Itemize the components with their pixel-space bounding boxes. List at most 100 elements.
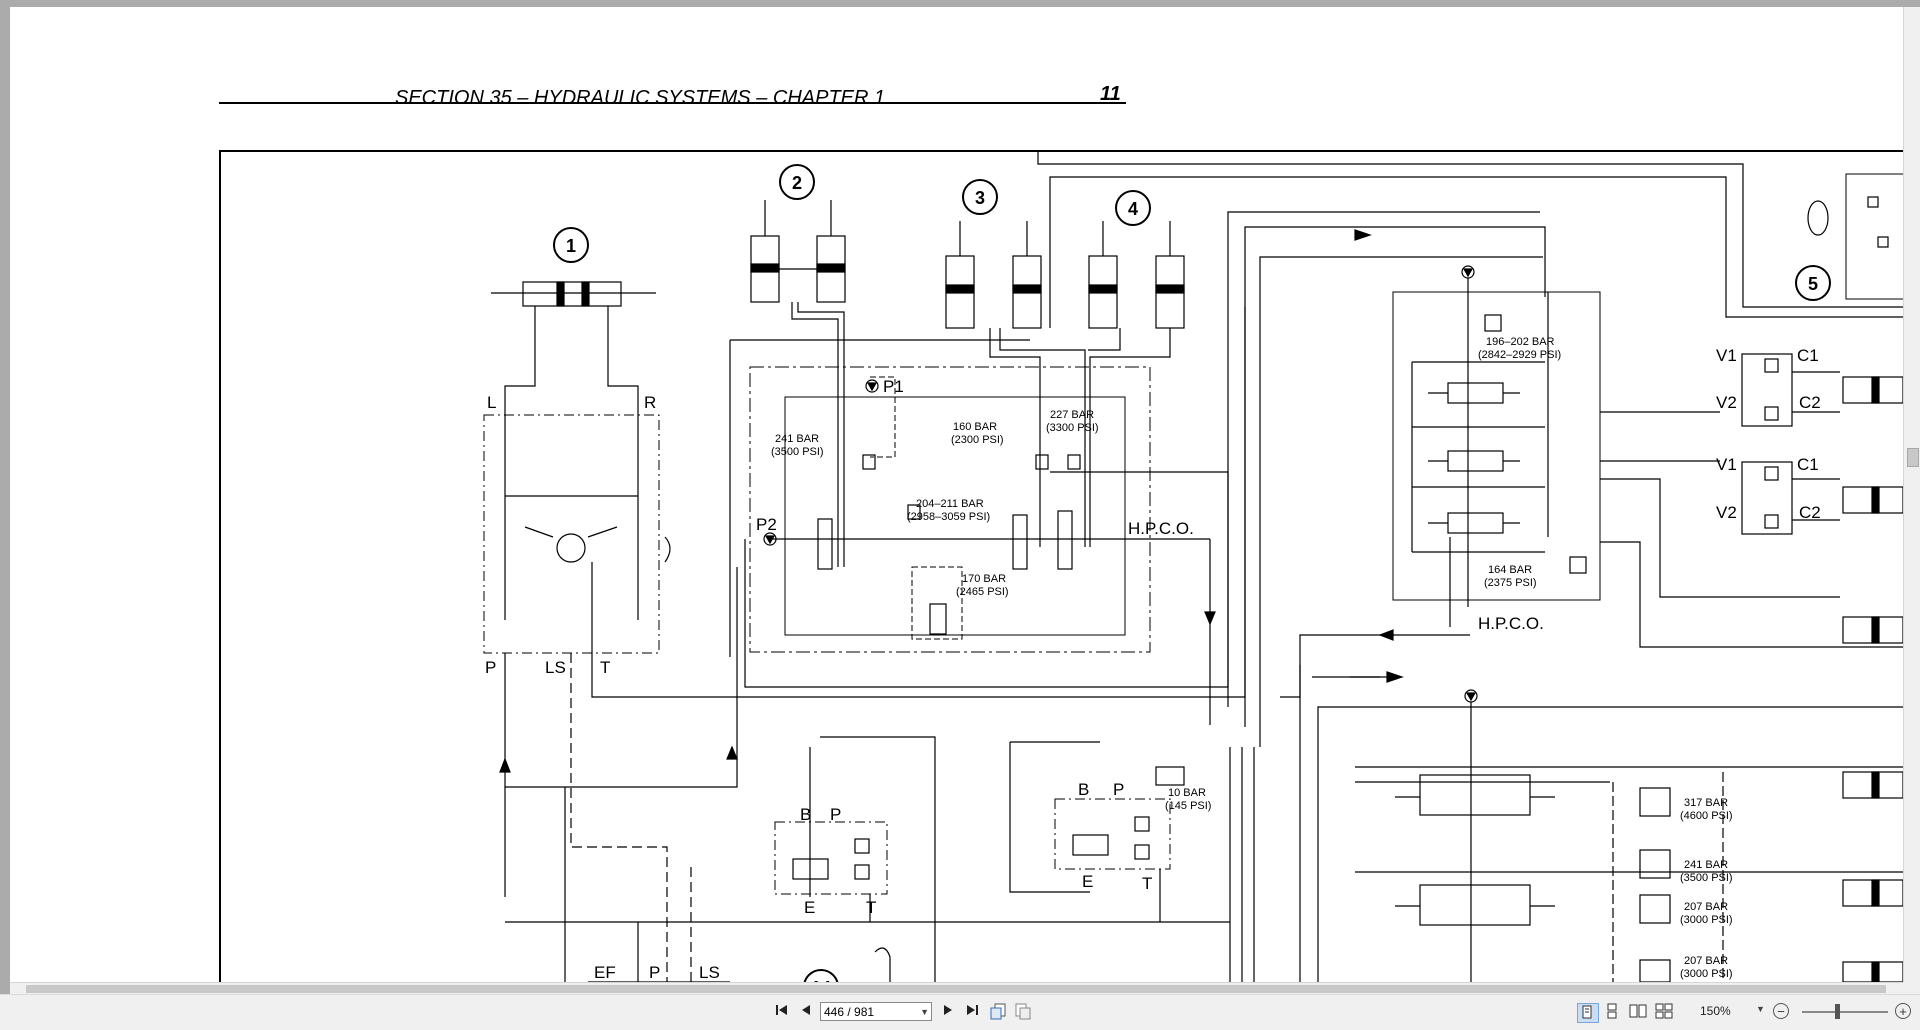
- auxiliary-valve-block: [1392, 291, 1601, 601]
- port-label-LS-bottom: LS: [699, 963, 720, 982]
- pressure-207-b: 207 BAR: [1684, 955, 1728, 967]
- horizontal-scroll-thumb[interactable]: [26, 985, 1886, 993]
- page-number: 11: [1100, 83, 1121, 105]
- next-view-icon: [1015, 1003, 1031, 1020]
- zoom-out-button[interactable]: −: [1773, 1003, 1789, 1019]
- vertical-scroll-thumb[interactable]: [1907, 448, 1919, 467]
- pressure-196: 196–202 BAR: [1486, 336, 1555, 348]
- chevron-down-icon[interactable]: ▼: [920, 1007, 929, 1017]
- port-label-LS: LS: [545, 658, 566, 677]
- pressure-317: 317 BAR: [1684, 797, 1728, 809]
- port-label-P-bottom: P: [649, 963, 660, 982]
- callout-2-label: 2: [792, 173, 802, 193]
- page-indicator-text: 446 / 981: [824, 1005, 875, 1019]
- pressure-164: 164 BAR: [1488, 564, 1532, 576]
- port-label-V1-lower: V1: [1716, 455, 1737, 474]
- pressure-207-b-psi: (3000 PSI): [1680, 968, 1733, 980]
- navigation-toolbar: 446 / 981 ▼ 150% ▼ − +: [0, 994, 1920, 1030]
- port-label-T: T: [600, 658, 610, 677]
- zoom-level[interactable]: 150%: [1700, 1004, 1731, 1018]
- port-label-C1-lower: C1: [1797, 455, 1819, 474]
- plus-icon: +: [1899, 1004, 1907, 1019]
- callout-3-label: 3: [975, 188, 985, 208]
- port-label-V2-upper: V2: [1716, 393, 1737, 412]
- page-header-title: SECTION 35 – HYDRAULIC SYSTEMS – CHAPTER…: [395, 87, 885, 109]
- pressure-241-b-psi: (3500 PSI): [1680, 872, 1733, 884]
- zoom-slider-thumb[interactable]: [1835, 1004, 1840, 1019]
- port-label-V2-lower: V2: [1716, 503, 1737, 522]
- port-label-C2-lower: C2: [1799, 503, 1821, 522]
- next-page-icon: [944, 1005, 952, 1015]
- pressure-160-psi: (2300 PSI): [951, 434, 1004, 446]
- callout-14: [803, 969, 839, 982]
- callout-5-label: 5: [1808, 274, 1818, 294]
- callout-3: [962, 179, 998, 215]
- port-label-P-right: P: [1113, 780, 1124, 799]
- port-label-E-left: E: [804, 898, 815, 917]
- continuous-page-icon: [1607, 1003, 1617, 1019]
- port-label-E-right: E: [1082, 872, 1093, 891]
- horizontal-scrollbar[interactable]: [10, 982, 1903, 995]
- previous-page-button[interactable]: [797, 1003, 815, 1021]
- pressure-204: 204–211 BAR: [916, 498, 984, 510]
- callout-5: [1795, 265, 1831, 301]
- pressure-10: 10 BAR: [1168, 787, 1206, 799]
- brake-valve-left: [774, 821, 888, 895]
- port-label-P1: P1: [883, 377, 904, 396]
- port-label-C1-upper: C1: [1797, 346, 1819, 365]
- callout-4-label: 4: [1128, 199, 1138, 219]
- zoom-dropdown-icon[interactable]: ▼: [1756, 1004, 1765, 1014]
- port-label-P-left: P: [830, 805, 841, 824]
- single-page-icon: [1582, 1005, 1592, 1019]
- loader-control-valve-upper: [1419, 774, 1531, 816]
- zoom-slider[interactable]: [1802, 1011, 1888, 1013]
- hpco-label-left: H.P.C.O.: [1128, 519, 1194, 538]
- page-number-input[interactable]: 446 / 981 ▼: [820, 1002, 932, 1021]
- last-page-button[interactable]: [963, 1003, 981, 1021]
- port-label-P: P: [485, 658, 496, 677]
- pressure-207-a: 207 BAR: [1684, 901, 1728, 913]
- vertical-scrollbar[interactable]: [1903, 7, 1920, 982]
- port-label-R: R: [644, 393, 656, 412]
- hpco-label-right: H.P.C.O.: [1478, 614, 1544, 633]
- lock-valve-upper: [1741, 353, 1793, 427]
- pressure-170-psi: (2465 PSI): [956, 586, 1009, 598]
- pressure-196-psi: (2842–2929 PSI): [1478, 349, 1561, 361]
- single-page-view-button[interactable]: [1577, 1003, 1599, 1023]
- facing-pages-icon: [1629, 1004, 1647, 1018]
- pressure-317-psi: (4600 PSI): [1680, 810, 1733, 822]
- first-page-button[interactable]: [773, 1003, 791, 1021]
- zoom-in-button[interactable]: +: [1895, 1003, 1911, 1019]
- loader-valve-block: [749, 366, 1151, 653]
- pressure-227-psi: (3300 PSI): [1046, 422, 1099, 434]
- callout-2: [779, 164, 815, 200]
- continuous-view-button[interactable]: [1603, 1003, 1623, 1021]
- steering-motor: [556, 533, 586, 563]
- pressure-241-b: 241 BAR: [1684, 859, 1728, 871]
- continuous-facing-view-button[interactable]: [1655, 1003, 1675, 1021]
- port-label-T-right: T: [1142, 874, 1152, 893]
- last-page-icon: [967, 1005, 978, 1015]
- steering-cylinder: [522, 281, 622, 307]
- callout-14-label: 14: [811, 978, 831, 982]
- port-label-T-left: T: [866, 898, 876, 917]
- previous-view-button[interactable]: [990, 1003, 1008, 1020]
- pressure-204-psi: (2958–3059 PSI): [907, 511, 990, 523]
- scrollbar-corner: [1903, 982, 1920, 994]
- previous-view-icon: [990, 1003, 1006, 1020]
- port-label-L: L: [487, 393, 496, 412]
- port-label-C2-upper: C2: [1799, 393, 1821, 412]
- next-view-button[interactable]: [1015, 1003, 1033, 1020]
- facing-view-button[interactable]: [1629, 1003, 1649, 1021]
- brake-valve-right: [1054, 798, 1171, 870]
- pressure-241-a-psi: (3500 PSI): [771, 446, 824, 458]
- minus-icon: −: [1777, 1004, 1785, 1019]
- port-label-B-right: B: [1078, 780, 1089, 799]
- pump-p1-icon: [865, 379, 879, 393]
- port-label-V1-upper: V1: [1716, 346, 1737, 365]
- next-page-button[interactable]: [939, 1003, 957, 1021]
- pressure-164-psi: (2375 PSI): [1484, 577, 1537, 589]
- continuous-facing-icon: [1655, 1003, 1673, 1019]
- pressure-241-a: 241 BAR: [775, 433, 819, 445]
